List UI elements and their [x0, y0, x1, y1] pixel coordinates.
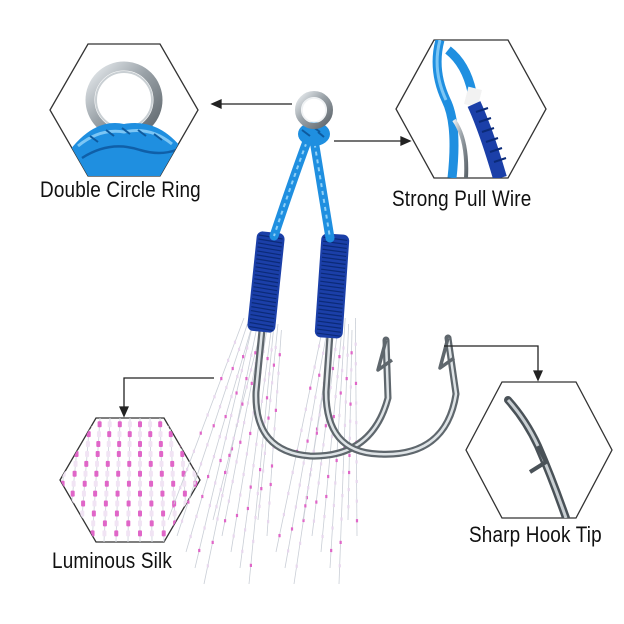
double-circle-ring-icon	[62, 61, 186, 176]
arrow-left-icon	[210, 98, 222, 110]
left-hook	[252, 326, 394, 460]
ring-detail-hexagon	[49, 43, 199, 177]
thread-wrap-right	[314, 233, 350, 339]
pull-wire-icon	[432, 40, 507, 178]
hook-tip-icon	[504, 396, 570, 518]
luminous-silk-label: Luminous Silk	[52, 548, 173, 573]
sharp-hook-tip-label: Sharp Hook Tip	[469, 522, 602, 547]
pull-wire-cords	[269, 122, 335, 243]
arrow-down-icon	[118, 406, 130, 418]
callout-arrows	[118, 98, 544, 418]
assist-hook-product	[167, 91, 460, 585]
tip-detail-hexagon	[465, 381, 613, 519]
luminous-silk-strands	[167, 317, 359, 585]
arrow-down-icon	[532, 370, 544, 382]
arrow-right-icon	[400, 135, 412, 147]
thread-wrap-left	[247, 231, 285, 333]
silk-detail-hexagon	[59, 417, 201, 543]
solid-ring	[295, 91, 333, 129]
right-hook	[322, 330, 460, 458]
strong-pull-wire-label: Strong Pull Wire	[392, 186, 532, 211]
wire-detail-hexagon	[395, 39, 547, 179]
double-circle-ring-label: Double Circle Ring	[40, 177, 201, 202]
